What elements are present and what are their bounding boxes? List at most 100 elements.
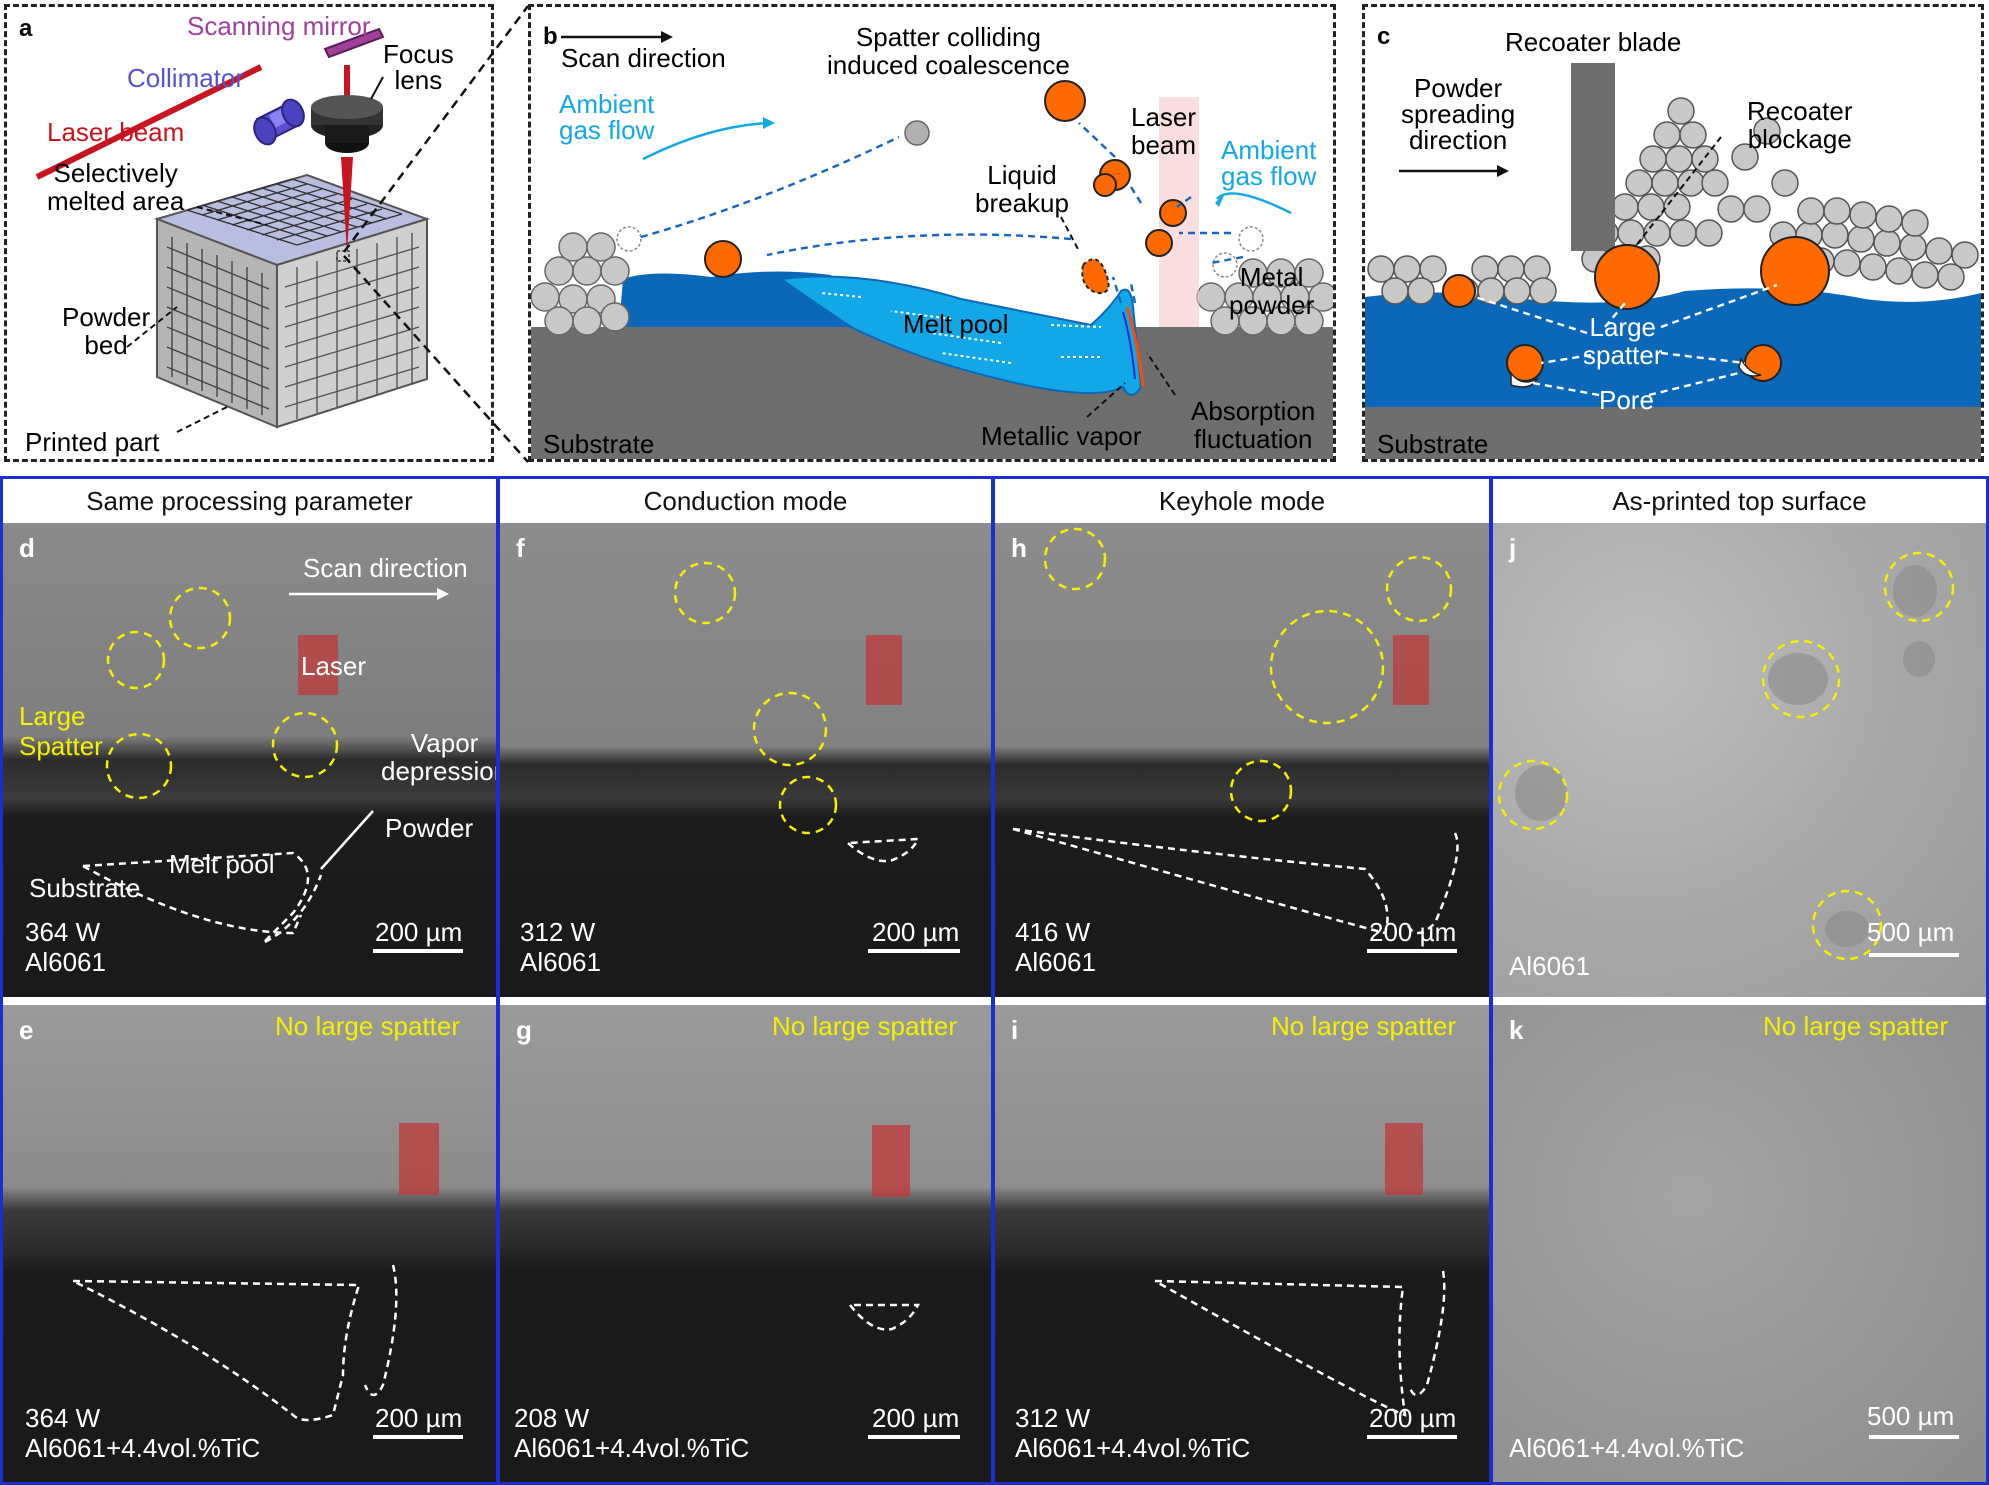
ambient-gas-right-label: Ambient gas flow xyxy=(1221,135,1317,191)
collimator-icon xyxy=(253,98,305,146)
image-i-letter: i xyxy=(1011,1015,1019,1045)
melt-pool-shape xyxy=(778,275,1143,396)
panel-b: b Scan direction Spatter colliding induc… xyxy=(528,4,1336,462)
material-label-e: Al6061+4.4vol.%TiC xyxy=(25,1433,261,1463)
image-k-overlay xyxy=(1869,1435,1959,1439)
scale-label-i: 200 µm xyxy=(1369,1403,1457,1433)
ambient-left-head xyxy=(763,117,775,129)
image-d: d Scan direction Large Spatter Laser Vap… xyxy=(3,523,496,997)
image-k: k No large spatter Al6061+4.4vol.%TiC 50… xyxy=(1493,1005,1986,1482)
recoater-blockage-label: Recoater blockage xyxy=(1747,96,1853,154)
powder-bed-label: Powder bed xyxy=(62,302,151,360)
power-label-e: 364 W xyxy=(25,1403,101,1433)
scan-direction-label-d: Scan direction xyxy=(303,553,468,583)
column-title: Conduction mode xyxy=(643,486,848,516)
powder-label-d: Powder xyxy=(385,813,474,843)
image-e-letter: e xyxy=(19,1015,34,1045)
panel-c-arrows xyxy=(1474,283,1778,397)
material-label-j: Al6061 xyxy=(1509,951,1590,981)
zoom-connectors xyxy=(342,5,530,463)
melt-pool-label-d: Melt pool xyxy=(169,849,275,879)
powder-gray-flying xyxy=(904,120,930,146)
recoater-blade xyxy=(1571,63,1615,251)
scale-label-j: 500 µm xyxy=(1867,917,1955,947)
scanning-mirror-label: Scanning mirror xyxy=(187,11,371,41)
column-title: As-printed top surface xyxy=(1612,486,1867,516)
panel-a-illustration xyxy=(35,27,431,433)
column-top-surface: As-printed top surface j Al6061 500 µm k… xyxy=(1490,476,1989,1485)
scale-label-e: 200 µm xyxy=(375,1403,463,1433)
material-label-h: Al6061 xyxy=(1015,947,1096,977)
substrate-label-b: Substrate xyxy=(543,429,655,459)
image-e-overlay xyxy=(72,1123,463,1439)
image-j-letter: j xyxy=(1509,533,1517,563)
powder-spreading-label: Powder spreading direction xyxy=(1401,73,1516,155)
panel-b-letter: b xyxy=(543,23,558,50)
scale-label-d: 200 µm xyxy=(375,917,463,947)
ambient-gas-arrow-left xyxy=(642,121,772,161)
image-g: g No large spatter 208 W Al6061+4.4vol.%… xyxy=(500,1005,991,1482)
panel-a-leaders xyxy=(126,206,268,433)
power-label-i: 312 W xyxy=(1015,1403,1091,1433)
absorption-label: Absorption fluctuation xyxy=(1191,396,1316,454)
substrate-label-c: Substrate xyxy=(1377,429,1489,459)
column-same-parameter: Same processing parameter d Scan directi… xyxy=(0,476,499,1485)
column-keyhole: Keyhole mode h 416 W Al6061 200 µm i No … xyxy=(992,476,1492,1485)
substrate-label-d: Substrate xyxy=(29,873,141,903)
large-spatter-label-c: Large spatter xyxy=(1583,312,1663,370)
spreading-arrow-head xyxy=(1497,165,1509,177)
large-spatter-c xyxy=(1442,236,1830,382)
column-conduction: Conduction mode f 312 W Al6061 200 µm g … xyxy=(497,476,994,1485)
no-spatter-label-i: No large spatter xyxy=(1271,1011,1456,1041)
image-f-letter: f xyxy=(516,533,525,563)
ambient-gas-left-label: Ambient gas flow xyxy=(559,89,655,145)
powder-layer-c xyxy=(1367,97,1979,305)
melt-pool-label-b: Melt pool xyxy=(903,309,1009,339)
scale-label-k: 500 µm xyxy=(1867,1401,1955,1431)
large-spatter-label-d: Large Spatter xyxy=(19,701,103,761)
image-f: f 312 W Al6061 200 µm xyxy=(500,523,991,997)
panel-a: a Scanning mirror Focus lens Collimator … xyxy=(4,4,494,462)
material-label-g: Al6061+4.4vol.%TiC xyxy=(514,1433,750,1463)
selectively-melted-label: Selectively melted area xyxy=(47,158,185,216)
lattice-left xyxy=(166,237,270,415)
metal-powder-label: Metal powder xyxy=(1229,262,1315,320)
scale-label-g: 200 µm xyxy=(872,1403,960,1433)
powder-ghost-right1 xyxy=(1238,226,1264,252)
recoater-blade-label: Recoater blade xyxy=(1505,27,1682,57)
flow-arrows xyxy=(820,292,1102,364)
image-g-letter: g xyxy=(516,1015,532,1045)
laser-beam-label: Laser beam xyxy=(47,117,185,147)
keyhole-inner xyxy=(1122,311,1136,380)
laser-beam-label-b: Laser beam xyxy=(1131,102,1197,160)
image-h-overlay xyxy=(1012,527,1459,953)
image-h-letter: h xyxy=(1011,533,1027,563)
spatter-particles xyxy=(704,80,1187,295)
image-e: e No large spatter 364 W Al6061+4.4vol.%… xyxy=(3,1005,496,1482)
vapor-depression-label: Vapor depression xyxy=(381,728,496,786)
laser-beam-line xyxy=(35,64,263,180)
focus-lens-leader xyxy=(370,76,384,100)
pore-label: Pore xyxy=(1599,385,1654,415)
scale-label-f: 200 µm xyxy=(872,917,960,947)
scan-arrow-head xyxy=(661,31,673,43)
power-label-h: 416 W xyxy=(1015,917,1091,947)
powder-right xyxy=(1196,258,1333,336)
part-right-face xyxy=(276,217,428,429)
pores xyxy=(1510,357,1762,388)
panel-b-leaders xyxy=(1060,216,1176,418)
image-j-overlay xyxy=(1497,551,1959,961)
keyhole-edge xyxy=(1125,306,1145,388)
image-d-overlay xyxy=(82,586,463,953)
power-label-g: 208 W xyxy=(514,1403,590,1433)
panel-c: c Recoater blade Powder spreading direct… xyxy=(1362,4,1984,462)
column-title: Same processing parameter xyxy=(86,486,413,516)
focus-lens-icon xyxy=(311,95,383,153)
power-label-f: 312 W xyxy=(520,917,596,947)
liquid-breakup-label: Liquid breakup xyxy=(975,160,1069,218)
image-i: i No large spatter 312 W Al6061+4.4vol.%… xyxy=(995,1005,1489,1482)
powder-ghost xyxy=(616,226,642,252)
image-k-letter: k xyxy=(1509,1015,1524,1045)
panel-b-illustration xyxy=(531,31,1333,459)
material-label-d: Al6061 xyxy=(25,947,106,977)
